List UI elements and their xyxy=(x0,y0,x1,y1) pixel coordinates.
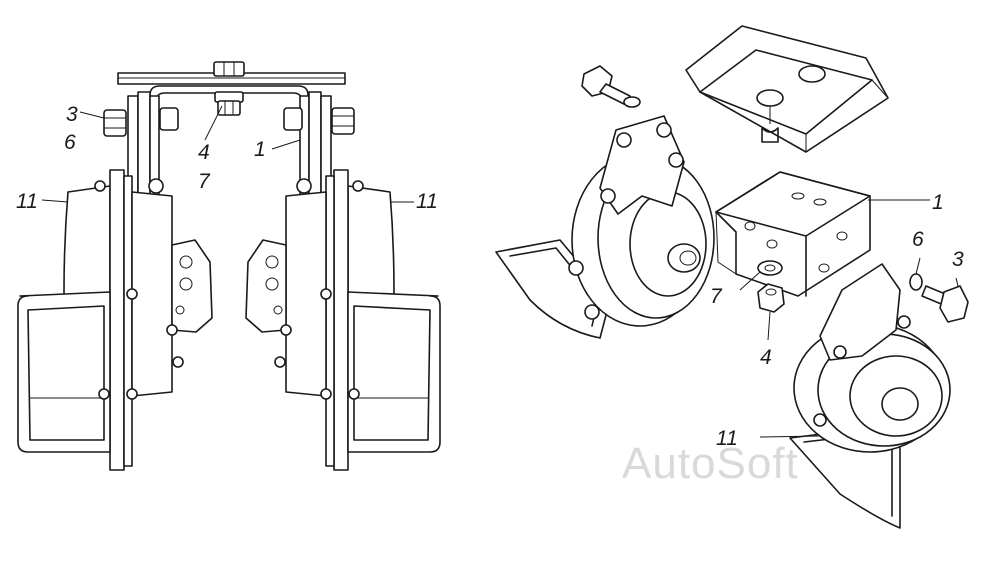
front-view-leaders xyxy=(41,105,414,203)
exploded-bolt-right xyxy=(909,273,969,323)
exploded-bolt-top xyxy=(581,65,641,108)
label-horn-11-right: 11 xyxy=(416,190,438,213)
label-exploded-bracket-1: 1 xyxy=(932,191,944,214)
label-bolt-3: 3 xyxy=(66,103,78,126)
right-horn-front-view xyxy=(245,169,441,471)
exploded-mounting-plate xyxy=(685,25,889,153)
exploded-view-leaders xyxy=(739,199,959,438)
label-washer-7: 7 xyxy=(198,170,211,193)
left-horn-front-view xyxy=(17,169,213,471)
label-exploded-horn-11: 11 xyxy=(716,427,738,450)
exploded-u-bracket xyxy=(715,171,871,297)
u-bracket-front xyxy=(149,85,309,136)
label-horn-11-left: 11 xyxy=(16,190,38,213)
right-clamp-stack xyxy=(283,91,355,205)
exploded-view-assembly: 1 6 3 7 4 11 xyxy=(495,25,969,529)
label-washer-6: 6 xyxy=(64,131,76,154)
exploded-nut-washer xyxy=(757,260,785,313)
mounting-plate xyxy=(117,61,346,85)
label-exploded-bolt-3: 3 xyxy=(952,248,964,271)
exploded-horn-lower xyxy=(789,263,951,529)
exploded-horn-upper xyxy=(495,115,715,339)
label-bracket-1: 1 xyxy=(254,138,266,161)
label-nut-4: 4 xyxy=(198,141,210,164)
front-view-assembly: 3 6 4 7 1 11 11 xyxy=(16,61,441,471)
label-exploded-washer-6: 6 xyxy=(912,228,924,251)
watermark-text: AutoSoft xyxy=(622,439,799,488)
label-exploded-washer-7: 7 xyxy=(710,285,723,308)
label-exploded-nut-4: 4 xyxy=(760,346,772,369)
